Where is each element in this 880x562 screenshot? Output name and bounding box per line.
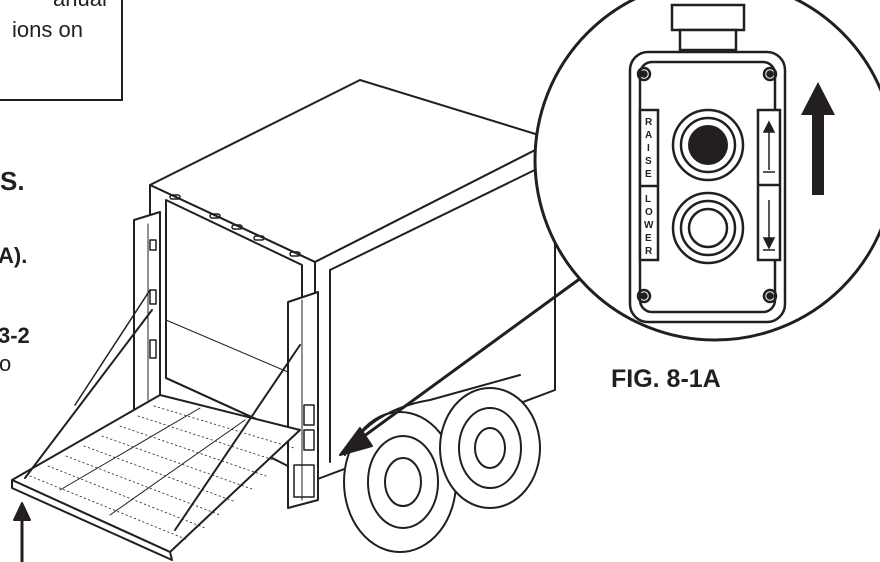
svg-text:A: A [645, 130, 652, 141]
instruction-fragment-2: A). [0, 243, 27, 269]
svg-text:S: S [645, 156, 652, 167]
svg-text:W: W [644, 220, 654, 231]
note-text-line-2: ions on [12, 17, 83, 42]
instruction-fragment-3: 3-2 [0, 323, 30, 348]
svg-text:E: E [645, 233, 652, 244]
instruction-fragment-1: S. [0, 166, 25, 196]
liftgate-platform [11, 394, 301, 553]
raise-button [688, 125, 728, 165]
big-up-arrow [801, 82, 835, 195]
svg-text:L: L [645, 194, 651, 205]
magnified-control-circle: R A I S E L O W E R [533, 0, 880, 342]
control-pendant [628, 50, 787, 324]
note-box: anual ions on [0, 0, 123, 101]
pointer-line [343, 273, 587, 452]
svg-text:I: I [647, 143, 650, 154]
raise-button-bezel [671, 108, 745, 182]
figure-caption: FIG. 8-1A [611, 365, 721, 393]
instruction-fragment-4: o [0, 351, 12, 376]
instruction-fragment-2-text: A). [0, 243, 28, 268]
svg-text:R: R [645, 246, 653, 257]
note-text-line-1: anual [53, 0, 107, 12]
lower-button-bezel [671, 191, 745, 265]
svg-text:O: O [645, 207, 653, 218]
svg-text:R: R [645, 117, 653, 128]
svg-text:E: E [645, 169, 652, 180]
